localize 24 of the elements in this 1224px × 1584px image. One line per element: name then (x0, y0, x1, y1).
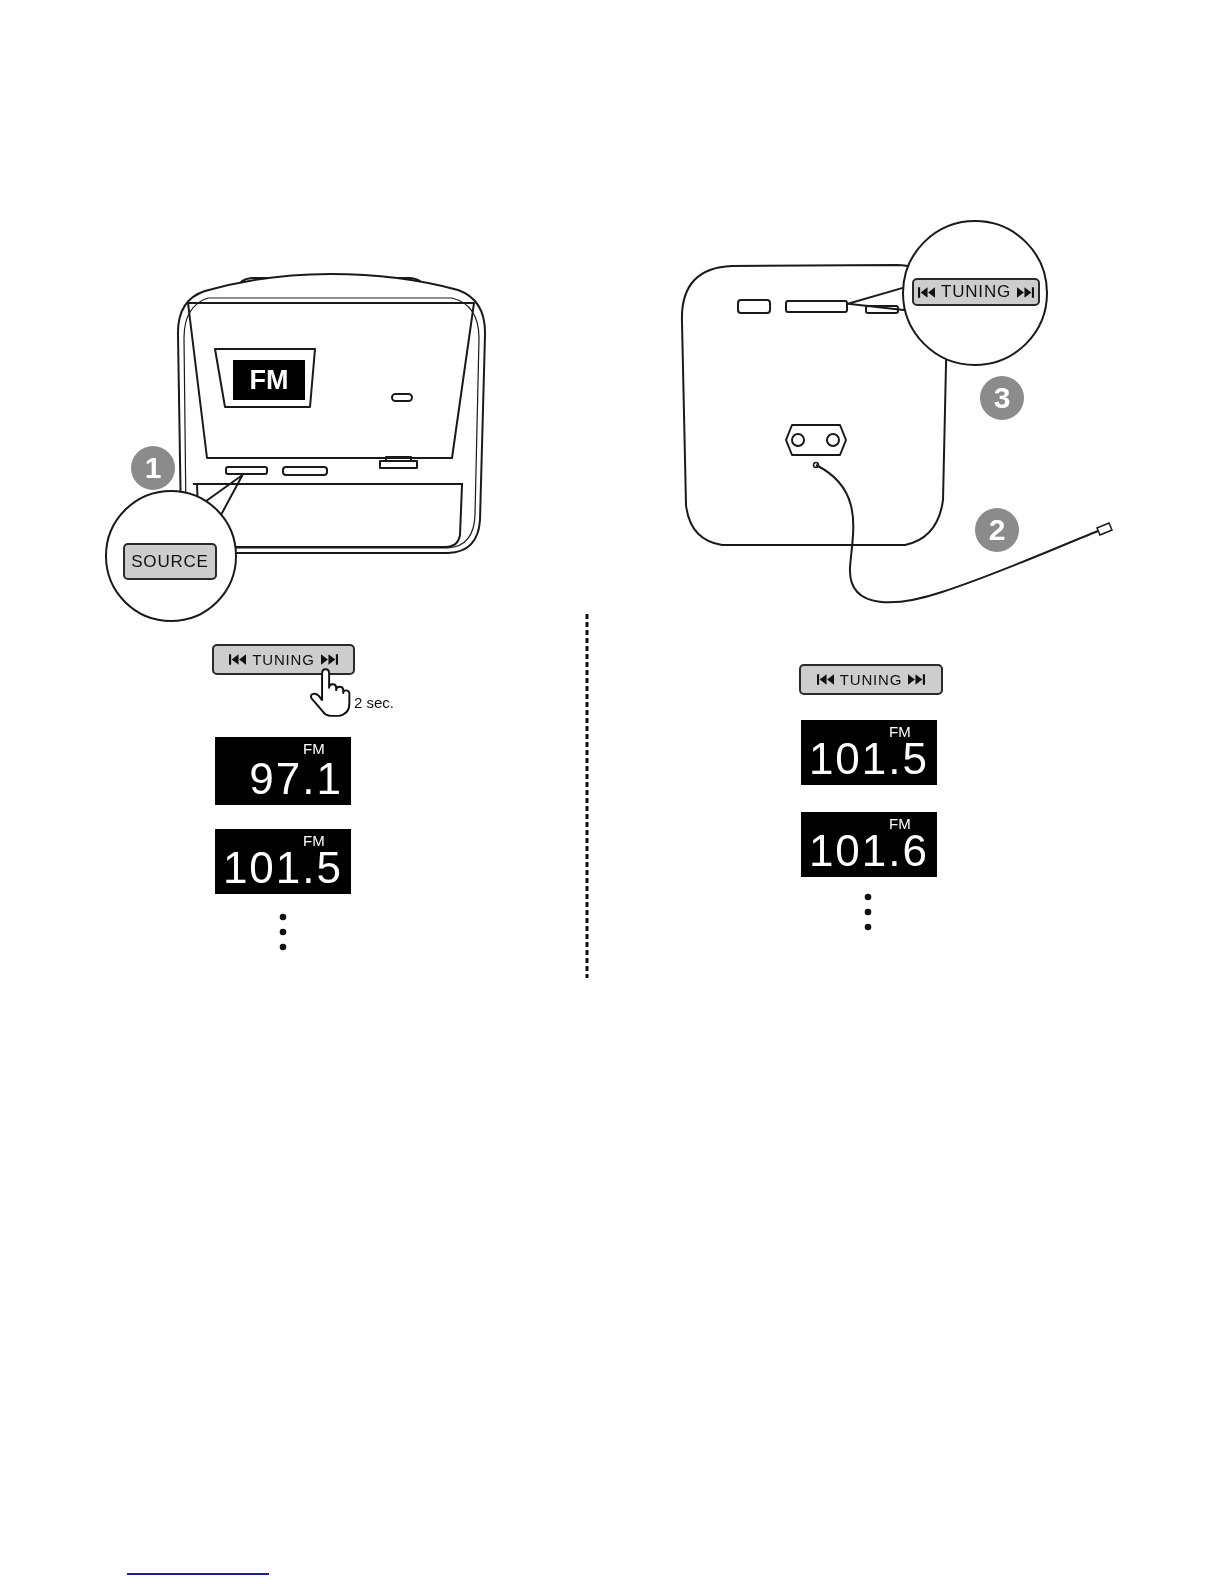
frequency-readout: 101.5 (222, 846, 343, 890)
frequency-readout: 101.6 (808, 829, 929, 873)
mode-text: FM (889, 816, 911, 831)
mode-text: FM (303, 833, 325, 848)
step-number: 1 (131, 446, 175, 490)
tuning-button: TUNING (212, 644, 355, 675)
frequency-readout: 101.5 (808, 737, 929, 781)
device-button (785, 300, 848, 313)
lcd-display (801, 812, 937, 877)
mode-indicator: FM (233, 360, 305, 400)
lcd-display (801, 720, 937, 785)
device-button (225, 466, 268, 475)
tuning-button: TUNING (912, 278, 1040, 306)
lcd-display (215, 829, 351, 894)
step-number: 3 (980, 376, 1024, 420)
tuning-button: TUNING (799, 664, 943, 695)
lcd-display (215, 737, 351, 805)
duration-text: 2 sec. (354, 695, 395, 712)
frequency-readout: 97.1 (249, 757, 343, 801)
mode-text: FM (889, 724, 911, 739)
source-button: SOURCE (123, 543, 217, 580)
step-number: 2 (975, 508, 1019, 552)
mode-text: FM (303, 741, 325, 756)
callout-pointer (204, 474, 244, 517)
